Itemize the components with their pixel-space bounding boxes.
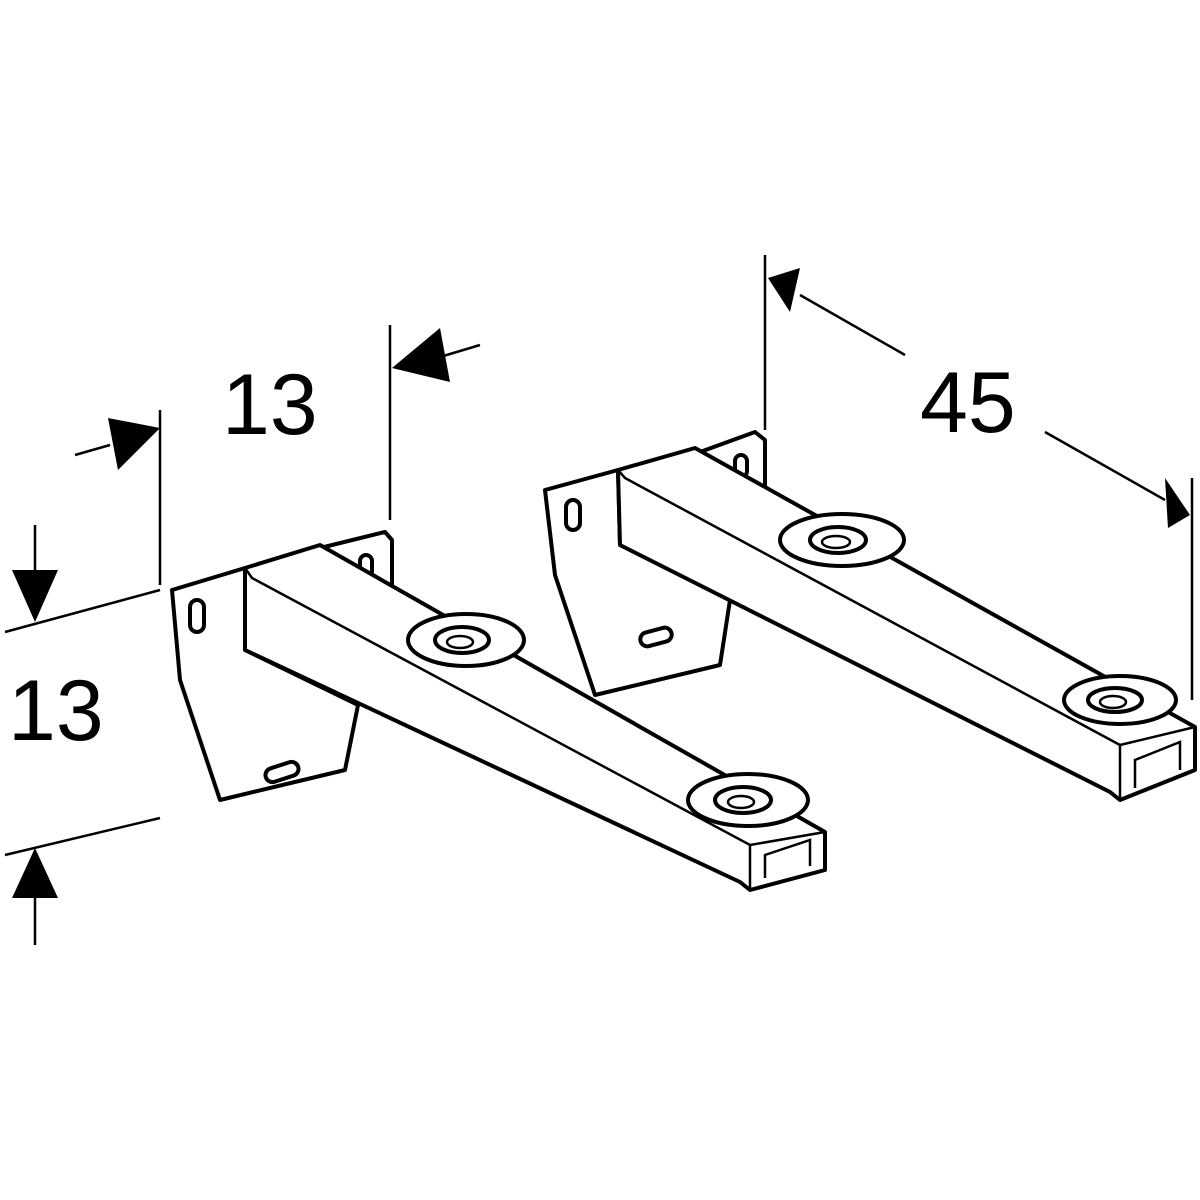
arrow-icon (392, 328, 450, 382)
left-bracket (170, 530, 827, 892)
arrow-icon (768, 268, 800, 312)
arm (243, 543, 827, 892)
depth-dimension-label: 13 (222, 357, 318, 453)
dimension-lines (4, 255, 1194, 945)
slot-hole (263, 759, 301, 785)
slot-hole (564, 498, 582, 532)
arrow-icon (12, 848, 58, 898)
slot-hole (188, 598, 206, 634)
slot-hole (638, 625, 674, 649)
spacing-dimension-label: 45 (920, 355, 1016, 451)
right-bracket (543, 430, 1197, 802)
height-dimension-label: 13 (8, 663, 104, 759)
arrow-icon (1165, 478, 1190, 528)
arrow-icon (108, 418, 160, 470)
arm (616, 446, 1197, 802)
arrow-icon (12, 570, 58, 622)
